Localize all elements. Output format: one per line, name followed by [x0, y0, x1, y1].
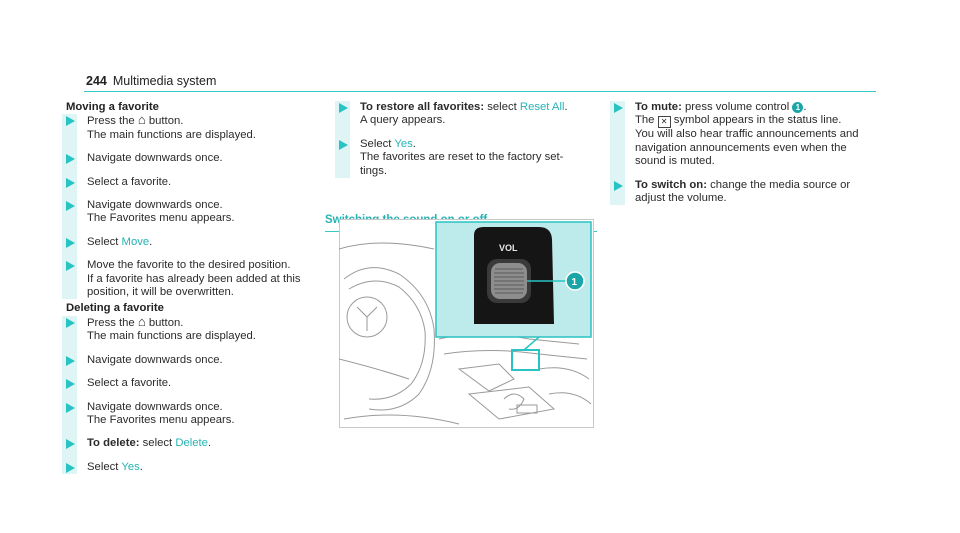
home-icon: ⌂ — [137, 313, 146, 329]
callout-badge: 1 — [792, 102, 804, 113]
arrow-icon — [339, 103, 348, 113]
step-item: Select a favorite. — [62, 175, 320, 190]
arrow-icon — [66, 237, 75, 248]
arrow-icon — [66, 439, 75, 450]
yes-link[interactable]: Yes — [121, 460, 140, 473]
arrow-icon — [66, 154, 75, 165]
column-1: Moving a favorite Press the ⌂ button. Th… — [62, 101, 320, 475]
arrow-icon — [66, 177, 75, 188]
arrow-icon — [66, 116, 75, 127]
page-number: 244 — [86, 74, 107, 88]
step-item: To mute: press volume control 1. The ✕ s… — [610, 101, 870, 169]
moving-title: Moving a favorite — [66, 101, 159, 113]
step-item: Move the favorite to the desired positio… — [62, 259, 320, 300]
step-item: To restore all favorites: select Reset A… — [335, 101, 600, 128]
vol-label: VOL — [499, 243, 518, 253]
step-item: Navigate downwards once.The Favorites me… — [62, 199, 320, 226]
delete-link[interactable]: Delete — [175, 437, 208, 450]
step-item: To switch on: change the media source or… — [610, 178, 870, 206]
mute-icon: ✕ — [657, 116, 671, 129]
column-2: To restore all favorites: select Reset A… — [315, 101, 600, 233]
arrow-icon — [614, 180, 623, 191]
step-item: Select Move. — [62, 235, 320, 250]
deleting-title: Deleting a favorite — [66, 302, 164, 315]
arrow-icon — [339, 139, 348, 150]
step-item: Select Yes. — [62, 460, 320, 475]
column-3: To mute: press volume control 1. The ✕ s… — [590, 101, 870, 206]
step-item: Navigate downwards once. — [62, 353, 320, 368]
arrow-icon — [66, 261, 75, 272]
page-header: 244 Multimedia system — [86, 74, 216, 88]
section-title: Multimedia system — [112, 74, 217, 88]
step-item: Select Yes. The favorites are reset to t… — [335, 137, 600, 179]
header-rule — [84, 91, 876, 92]
step-item: Press the ⌂ button. The main functions a… — [62, 112, 320, 143]
arrow-icon — [66, 402, 75, 413]
step-item: Press the ⌂ button. The main functions a… — [62, 313, 320, 344]
reset-all-link[interactable]: Reset All — [519, 101, 565, 113]
move-link[interactable]: Move — [121, 235, 150, 248]
arrow-icon — [66, 355, 75, 366]
callout-number: 1 — [572, 277, 578, 288]
arrow-icon — [614, 103, 623, 113]
arrow-icon — [66, 201, 75, 212]
arrow-icon — [66, 317, 75, 328]
arrow-icon — [66, 462, 75, 473]
step-item: Select a favorite. — [62, 377, 320, 391]
arrow-icon — [66, 379, 75, 390]
home-icon: ⌂ — [137, 112, 146, 128]
step-item: Navigate downwards once.The Favorites me… — [62, 400, 320, 428]
volume-control-illustration: VOL 1 — [339, 219, 594, 428]
step-item: Navigate downwards once. — [62, 152, 320, 166]
yes-link[interactable]: Yes — [394, 137, 413, 150]
step-item: To delete: select Delete. — [62, 437, 320, 451]
